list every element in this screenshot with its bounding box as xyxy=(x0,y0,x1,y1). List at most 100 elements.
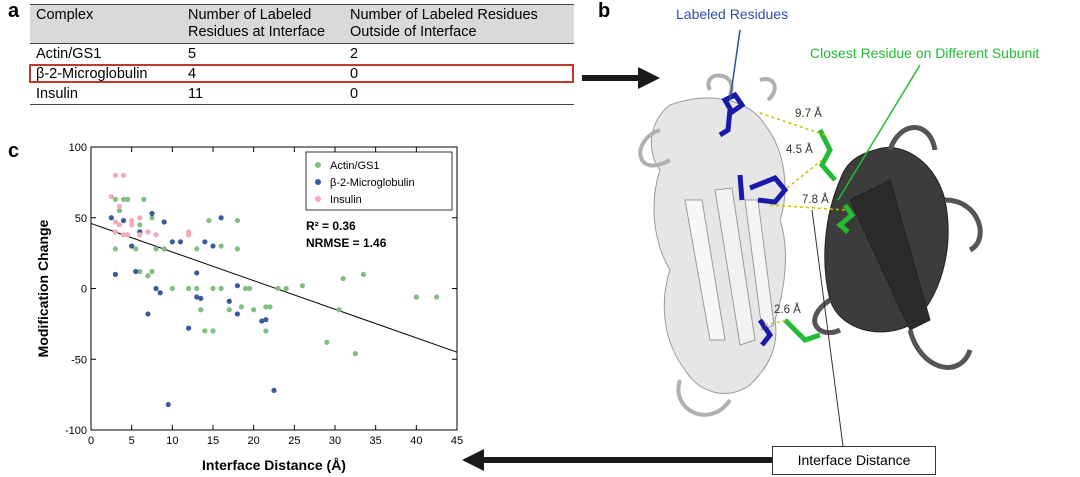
data-point xyxy=(145,229,151,235)
legend-marker xyxy=(315,179,321,185)
cell-outside: 0 xyxy=(350,66,359,82)
complex-table: Complex Number of Labeled Residues at In… xyxy=(30,4,574,105)
data-point xyxy=(149,210,155,217)
dark-loop xyxy=(812,125,983,370)
data-point xyxy=(234,217,240,224)
data-point xyxy=(202,239,208,245)
legend-marker xyxy=(315,162,321,168)
data-point xyxy=(149,215,155,221)
panel-a-label: a xyxy=(8,0,20,22)
data-point xyxy=(198,307,204,313)
x-tick-label: 0 xyxy=(88,435,94,447)
data-point xyxy=(238,304,245,310)
data-point xyxy=(137,268,143,275)
x-tick-label: 45 xyxy=(451,435,463,447)
x-tick-label: 15 xyxy=(207,435,219,447)
labeled-residues xyxy=(718,91,789,347)
protein-structure-figure: 9.7 Å 4.5 Å 7.8 Å 2.6 Å xyxy=(638,29,983,447)
data-point xyxy=(226,307,232,313)
data-point xyxy=(218,285,224,292)
cell-at-interface: 11 xyxy=(182,84,344,105)
interface-distance-box: Interface Distance xyxy=(772,446,936,475)
cell-complex: Insulin xyxy=(30,84,182,105)
data-point xyxy=(112,219,118,225)
legend-label: Insulin xyxy=(330,194,362,206)
cell-outside: 2 xyxy=(350,46,359,62)
dark-subunit-ribbon xyxy=(824,146,949,333)
data-point xyxy=(120,232,127,238)
header-outside-interface: Number of Labeled Residues Outside of In… xyxy=(344,4,574,44)
data-point xyxy=(116,208,123,214)
y-axis-label: Modification Change xyxy=(35,219,51,357)
data-point xyxy=(145,311,151,317)
data-point xyxy=(161,246,167,252)
light-subunit-ribbon xyxy=(650,97,786,394)
data-point xyxy=(145,273,151,279)
data-point xyxy=(267,304,273,310)
data-point xyxy=(112,229,118,235)
legend-label: β-2-Microglobulin xyxy=(330,177,415,189)
data-point xyxy=(120,217,127,224)
highlighted-row-box xyxy=(29,64,574,83)
data-point xyxy=(413,294,419,300)
data-point xyxy=(137,222,143,228)
data-point xyxy=(116,203,123,210)
data-point xyxy=(194,285,200,292)
distance-label: 4.5 Å xyxy=(786,143,813,156)
x-tick-label: 40 xyxy=(410,435,422,447)
closest-residue-label: Closest Residue on Different Subunit xyxy=(810,45,1040,61)
data-point xyxy=(133,268,139,275)
header-complex: Complex xyxy=(30,4,182,44)
data-point xyxy=(141,196,147,202)
data-point xyxy=(129,243,135,249)
data-point xyxy=(177,239,184,245)
data-point xyxy=(108,193,114,200)
data-point xyxy=(218,215,224,221)
data-point xyxy=(283,285,289,292)
data-point xyxy=(336,307,342,313)
labeled-residues-pointer xyxy=(729,29,741,101)
x-tick-label: 5 xyxy=(129,435,135,447)
table-row: Actin/GS1 5 2 xyxy=(30,44,574,65)
light-loop xyxy=(638,73,777,417)
data-point xyxy=(210,243,216,249)
data-point xyxy=(112,196,118,202)
data-point xyxy=(129,222,135,228)
distance-label: 7.8 Å xyxy=(802,193,829,206)
data-point xyxy=(112,246,118,252)
legend-box xyxy=(305,151,453,211)
data-point xyxy=(137,232,143,238)
data-point xyxy=(169,285,175,292)
data-point xyxy=(263,304,269,310)
data-point xyxy=(263,328,269,334)
x-tick-label: 30 xyxy=(329,435,341,447)
data-point xyxy=(165,401,171,408)
data-point xyxy=(120,172,127,178)
data-point xyxy=(194,294,200,300)
r-squared-annotation: R² = 0.36 xyxy=(306,219,356,233)
data-point xyxy=(434,294,440,300)
y-tick-label: -100 xyxy=(65,425,87,437)
data-point xyxy=(247,285,253,292)
data-point xyxy=(194,246,200,252)
data-point xyxy=(210,285,216,292)
data-point xyxy=(153,232,159,238)
data-point xyxy=(157,290,163,296)
data-point xyxy=(251,307,257,313)
cell-outside: 0 xyxy=(344,84,574,105)
data-point xyxy=(153,285,159,292)
panel-b-label: b xyxy=(598,0,611,22)
closest-residues xyxy=(783,128,856,343)
data-point xyxy=(242,285,249,292)
data-point xyxy=(137,215,143,221)
x-axis-label: Interface Distance (Å) xyxy=(202,457,346,473)
data-point xyxy=(226,298,232,304)
y-tick-label: 0 xyxy=(81,284,87,296)
data-point xyxy=(352,350,358,357)
distance-lines xyxy=(759,112,846,326)
distance-label: 2.6 Å xyxy=(774,303,801,316)
data-point xyxy=(210,328,216,334)
y-tick-label: 50 xyxy=(75,213,87,225)
cell-complex: Actin/GS1 xyxy=(36,46,102,62)
